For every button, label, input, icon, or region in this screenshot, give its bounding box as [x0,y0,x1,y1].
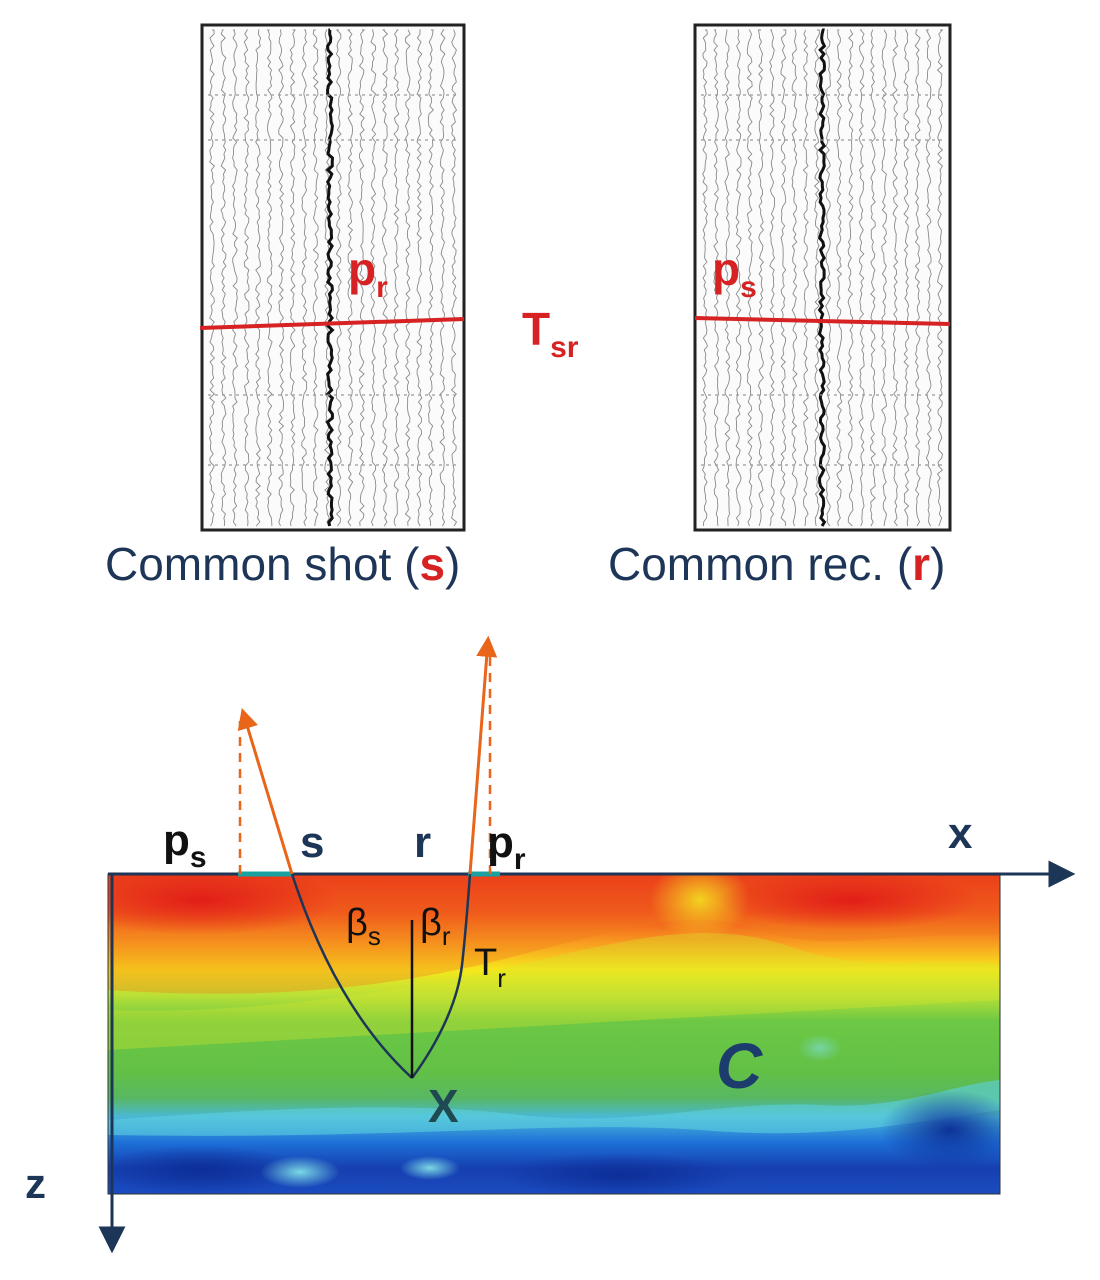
seismic-trace [450,29,458,527]
slope-label-ps: ps [712,243,757,304]
time-label-tsr: Tsr [522,303,579,364]
seismic-trace [746,29,753,527]
ray-receiver [410,873,472,1079]
seismic-trace [301,29,308,527]
z-axis-label: z [25,1160,46,1207]
seismic-trace [220,29,227,527]
seismic-traces [701,28,944,527]
seismic-trace [289,29,296,527]
point-x-label: X [428,1080,459,1132]
beta-s-label: βs [346,902,381,951]
seismic-trace [769,29,776,527]
ray-source [290,873,413,1079]
zero-offset-trace [325,28,335,527]
seismic-trace [243,29,250,527]
ps-vector-arrow [237,707,294,875]
seismic-trace [427,29,435,527]
seismic-trace [701,29,709,527]
seismic-traces [208,28,458,527]
seismic-trace [813,29,820,527]
seismic-trace [836,29,843,527]
seismic-trace [347,29,354,527]
beta-r-label: βr [420,902,451,951]
slope-label-pr: pr [348,243,388,304]
seismic-trace [892,29,899,527]
seismic-trace [936,29,944,527]
seismic-trace [381,29,389,527]
seismic-trace [881,29,887,527]
tr-label: Tr [474,942,506,993]
caption-common-receiver: Common rec. (r) [608,538,945,590]
region-c-label: C [716,1030,763,1102]
seismic-trace [757,29,764,527]
seismic-trace [439,29,446,527]
seismic-trace [255,29,262,527]
pr-vector-arrow [468,635,498,875]
event-line [694,316,951,326]
x-axis-label: x [948,809,973,858]
seismic-trace [847,29,854,527]
zero-offset-trace [817,28,827,527]
seismic-trace [903,29,910,527]
velocity-model [107,873,1001,1195]
seismic-trace [825,29,832,527]
seismic-trace [802,29,809,527]
seismic-panel-common-receiver [693,23,952,532]
seismic-trace [925,29,932,527]
seismic-trace [266,29,273,527]
seismic-trace [312,29,319,527]
receiver-label: r [414,818,431,867]
caption-common-shot: Common shot (s) [105,538,460,590]
seismic-trace [724,29,731,527]
seismic-trace [791,29,798,527]
seismic-trace [870,29,876,527]
pr-label: pr [487,818,526,876]
seismic-trace [393,29,400,527]
seismic-trace [335,29,342,527]
seismic-trace [858,29,865,527]
event-line [199,317,465,330]
source-label: s [300,818,324,867]
seismic-trace [370,29,377,527]
seismic-trace [278,29,285,527]
seismic-trace [914,29,921,527]
seismic-trace [713,29,720,527]
seismic-trace [358,29,365,527]
seismic-trace [232,29,238,527]
seismic-trace [416,29,423,527]
seismic-panel-common-shot [199,23,466,532]
seismic-trace [780,29,787,526]
ps-label: ps [163,816,207,874]
seismic-trace [735,29,742,527]
seismic-trace [209,29,216,527]
seismic-trace [404,29,412,527]
